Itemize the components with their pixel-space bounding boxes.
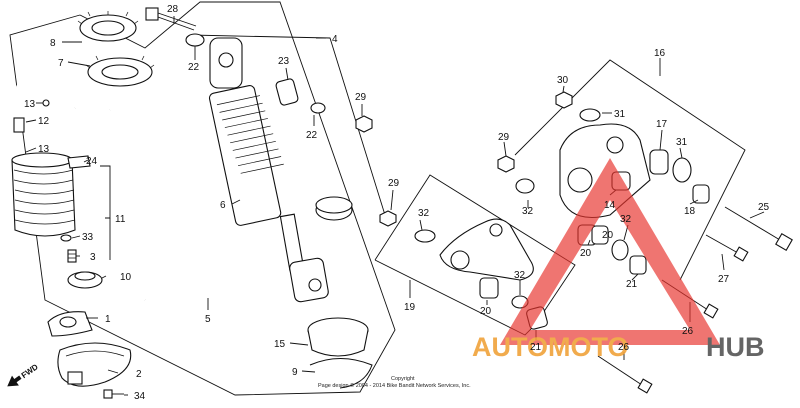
callout-13b: 13 bbox=[38, 144, 50, 155]
callout-17: 17 bbox=[656, 119, 668, 130]
copyright-line1: Copyright bbox=[391, 376, 415, 382]
callout-29a: 29 bbox=[355, 92, 367, 103]
callout-34: 34 bbox=[134, 391, 146, 402]
callout-9: 9 bbox=[292, 367, 298, 378]
nut-29c bbox=[497, 155, 515, 173]
callout-2: 2 bbox=[136, 369, 142, 380]
callout-20c: 20 bbox=[602, 230, 614, 241]
bleed-valve bbox=[67, 249, 77, 263]
collar-23 bbox=[275, 78, 299, 106]
clamp-band bbox=[57, 342, 132, 387]
copyright-line2: Page design © 2004 - 2014 Bike Bandit Ne… bbox=[318, 382, 471, 389]
callout-6: 6 bbox=[220, 200, 226, 211]
collar-21b bbox=[629, 255, 647, 275]
callout-29b: 29 bbox=[388, 178, 400, 189]
callout-8: 8 bbox=[50, 38, 56, 49]
callout-24: 24 bbox=[86, 156, 98, 167]
callout-26b: 26 bbox=[618, 342, 630, 353]
callout-30: 30 bbox=[557, 75, 569, 86]
rubber-bushing bbox=[315, 196, 353, 221]
collar-22a bbox=[185, 33, 205, 47]
bolt-34 bbox=[103, 389, 124, 399]
shock-absorber bbox=[208, 37, 329, 303]
forward-arrow: FWD bbox=[7, 362, 40, 387]
fwd-label: FWD bbox=[20, 362, 40, 380]
callout-13a: 13 bbox=[24, 99, 36, 110]
callout-15: 15 bbox=[274, 339, 286, 350]
label-plate bbox=[67, 155, 91, 169]
seal-32c bbox=[515, 178, 535, 194]
callout-32c: 32 bbox=[522, 206, 534, 217]
callout-7: 7 bbox=[58, 58, 64, 69]
automotohub-watermark: AUTOMOTO HUB bbox=[472, 158, 765, 362]
o-ring bbox=[60, 234, 72, 242]
collar-20c bbox=[591, 225, 609, 245]
watermark-text-part2: HUB bbox=[706, 332, 765, 362]
callout-32d: 32 bbox=[620, 214, 632, 225]
seal-31b bbox=[672, 157, 692, 183]
callout-19: 19 bbox=[404, 302, 416, 313]
callout-27: 27 bbox=[718, 274, 730, 285]
lock-nut bbox=[85, 55, 155, 87]
collar-22b bbox=[310, 102, 326, 114]
callout-14: 14 bbox=[604, 200, 616, 211]
seal-32a bbox=[414, 229, 436, 243]
callout-12: 12 bbox=[38, 116, 50, 127]
callout-31a: 31 bbox=[614, 109, 626, 120]
bushing-17 bbox=[649, 149, 669, 175]
bolt-25 bbox=[724, 206, 793, 251]
callout-25: 25 bbox=[758, 202, 770, 213]
callout-21b: 21 bbox=[626, 279, 638, 290]
callout-26a: 26 bbox=[682, 326, 694, 337]
reservoir-hose bbox=[13, 70, 80, 133]
callout-33: 33 bbox=[82, 232, 94, 243]
callout-20b: 20 bbox=[580, 248, 592, 259]
bolt-27 bbox=[705, 234, 749, 262]
watermark-triangle bbox=[500, 158, 720, 345]
nut-29b bbox=[379, 210, 397, 227]
seal-32d bbox=[611, 239, 629, 261]
callout-22a: 22 bbox=[188, 62, 200, 73]
spring-adjuster-nut bbox=[77, 11, 139, 42]
spring-seat bbox=[307, 317, 369, 357]
bolt-28 bbox=[145, 7, 197, 31]
coil-spring bbox=[109, 98, 208, 303]
leader-lines bbox=[25, 16, 765, 396]
callout-11: 11 bbox=[115, 214, 126, 225]
watermark-text-part1: AUTOMOTO bbox=[472, 332, 629, 362]
callout-21a: 21 bbox=[530, 342, 542, 353]
callout-23: 23 bbox=[278, 56, 290, 67]
callout-3: 3 bbox=[90, 252, 96, 263]
callout-32b: 32 bbox=[514, 270, 526, 281]
collar-20a bbox=[479, 277, 499, 299]
bolt-26b bbox=[597, 355, 653, 394]
seal-31a bbox=[579, 108, 601, 122]
callout-29c: 29 bbox=[498, 132, 510, 143]
callout-22b: 22 bbox=[306, 130, 318, 141]
callout-4: 4 bbox=[332, 34, 338, 45]
callout-18: 18 bbox=[684, 206, 696, 217]
shock-link bbox=[439, 218, 534, 281]
callout-20a: 20 bbox=[480, 306, 492, 317]
upper-bracket bbox=[47, 311, 93, 337]
callout-32a: 32 bbox=[418, 208, 430, 219]
callout-16: 16 bbox=[654, 48, 666, 59]
nut-29a bbox=[355, 115, 373, 133]
stopper-ring bbox=[309, 358, 373, 389]
callout-5: 5 bbox=[205, 314, 211, 325]
callout-31b: 31 bbox=[676, 137, 688, 148]
rubber-cap bbox=[67, 271, 103, 289]
callout-numbers: 8 7 13 12 13 24 11 33 3 10 1 2 34 5 6 28… bbox=[24, 4, 770, 402]
dust-boot bbox=[11, 152, 76, 237]
collar-18 bbox=[692, 184, 710, 204]
nut-30 bbox=[555, 91, 573, 109]
callout-1: 1 bbox=[105, 314, 111, 325]
callout-10: 10 bbox=[120, 272, 132, 283]
callout-28: 28 bbox=[167, 4, 179, 15]
